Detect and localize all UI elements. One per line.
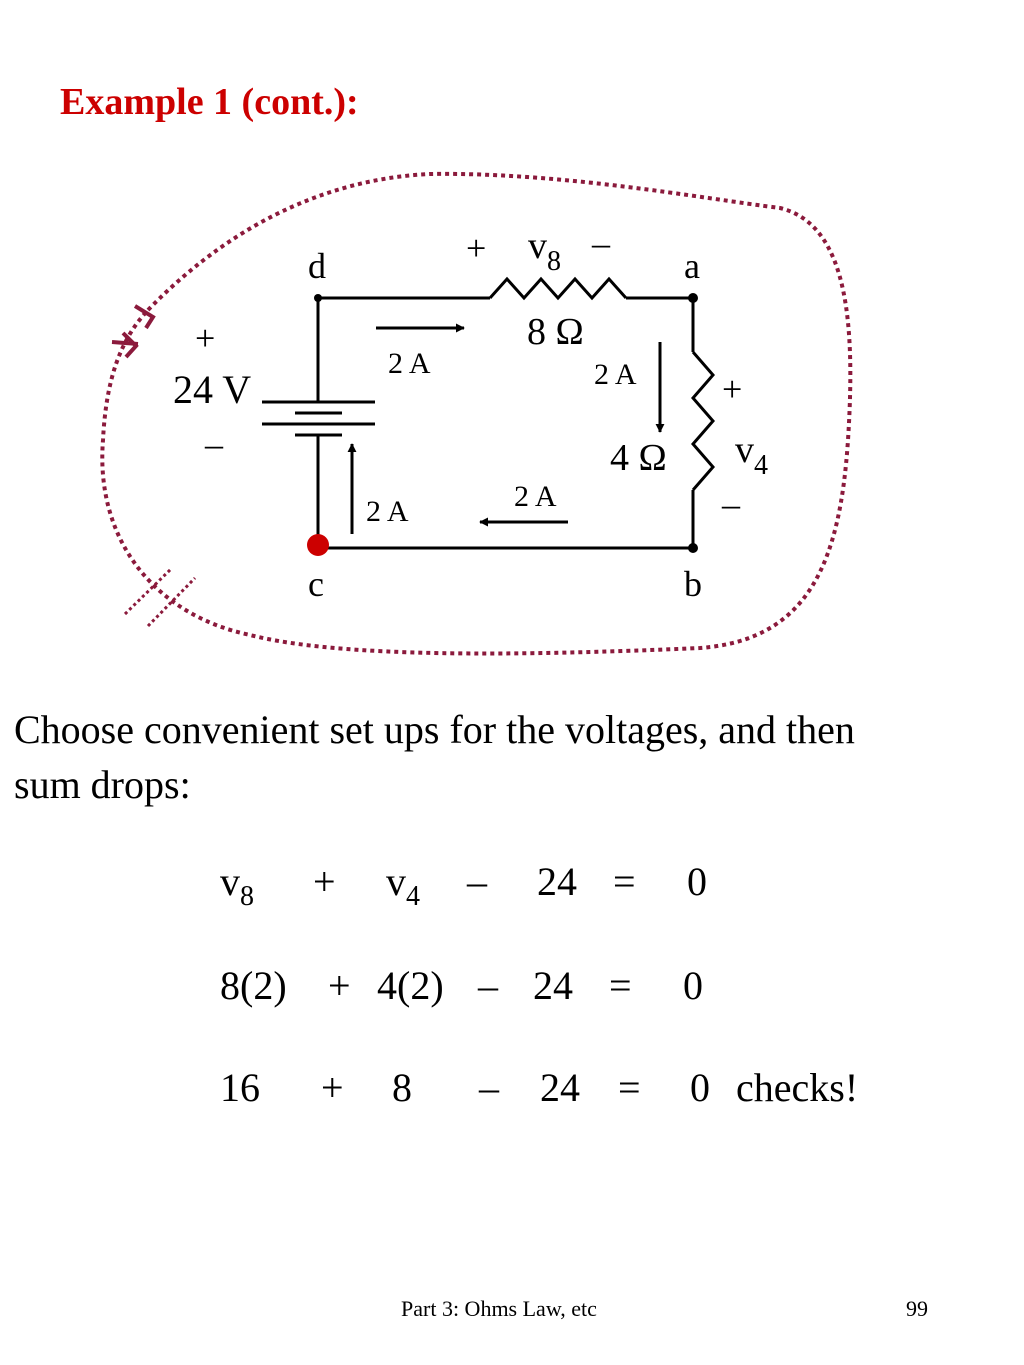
node-c-dot — [307, 534, 329, 556]
eq1-v8: v8 — [220, 859, 254, 912]
circuit-diagram: d a c b + v8 – 8 Ω + v4 – 4 Ω + 24 V – 2… — [100, 171, 853, 656]
v8-plus-sign: + — [466, 228, 486, 268]
eq3-term1: 16 — [220, 1065, 260, 1110]
description-line-2: sum drops: — [14, 762, 191, 807]
equation-1: v8 + v4 – 24 = 0 — [0, 858, 1024, 913]
resistor-8-ohm-icon — [488, 276, 628, 301]
eq3-result: 0 — [690, 1065, 710, 1110]
eq1-value: 24 — [537, 859, 577, 904]
eq2-term1: 8(2) — [220, 963, 287, 1008]
current-label-top: 2 A — [388, 347, 431, 380]
current-label-right: 2 A — [594, 358, 637, 391]
v4-minus-sign: – — [721, 484, 741, 524]
eq1-result: 0 — [687, 859, 707, 904]
eq3-equals: = — [618, 1065, 641, 1110]
eq3-plus: + — [321, 1065, 344, 1110]
page-number: 99 — [906, 1296, 928, 1321]
eq1-v4: v4 — [386, 859, 420, 912]
eq3-note: checks! — [736, 1065, 859, 1110]
loop-direction-arrow-icon — [111, 304, 156, 359]
circuit-wires — [316, 296, 695, 550]
v8-label: v8 — [528, 225, 561, 277]
eq3-value: 24 — [540, 1065, 580, 1110]
eq2-result: 0 — [683, 963, 703, 1008]
source-minus-sign: – — [204, 424, 224, 464]
resistor-4-value: 4 Ω — [610, 437, 667, 479]
page-title: Example 1 (cont.): — [60, 81, 359, 123]
v4-plus-sign: + — [722, 369, 742, 409]
node-d-dot — [314, 294, 322, 302]
equation-3: 16 + 8 – 24 = 0 checks! — [0, 1064, 1024, 1119]
v8-minus-sign: – — [591, 223, 611, 263]
eq2-value: 24 — [533, 963, 573, 1008]
eq3-term2: 8 — [392, 1065, 412, 1110]
node-label-b: b — [684, 564, 702, 604]
node-label-c: c — [308, 564, 324, 604]
footer-label: Part 3: Ohms Law, etc — [401, 1296, 597, 1321]
resistor-8-value: 8 Ω — [527, 311, 584, 353]
kvl-loop-path — [100, 171, 853, 656]
eq2-equals: = — [609, 963, 632, 1008]
current-label-left: 2 A — [366, 495, 409, 528]
description-line-1: Choose convenient set ups for the voltag… — [14, 707, 855, 752]
node-a-dot — [688, 293, 698, 303]
battery-source-icon — [262, 400, 375, 437]
eq2-plus: + — [328, 963, 351, 1008]
eq2-term2: 4(2) — [377, 963, 444, 1008]
v4-label: v4 — [735, 429, 768, 481]
equation-2: 8(2) + 4(2) – 24 = 0 — [0, 962, 1024, 1017]
eq1-minus: – — [467, 859, 487, 904]
eq1-plus: + — [313, 859, 336, 904]
node-label-a: a — [684, 246, 700, 286]
loop-start-tick-marks — [123, 566, 197, 628]
source-voltage-value: 24 V — [173, 367, 251, 412]
eq3-minus: – — [479, 1065, 499, 1110]
resistor-4-ohm-icon — [691, 351, 715, 491]
eq2-minus: – — [478, 963, 498, 1008]
node-b-dot — [688, 543, 698, 553]
node-label-d: d — [308, 246, 326, 286]
current-label-bottom: 2 A — [514, 480, 557, 513]
description-text: Choose convenient set ups for the voltag… — [14, 702, 1004, 812]
source-plus-sign: + — [195, 318, 215, 358]
eq1-equals: = — [613, 859, 636, 904]
